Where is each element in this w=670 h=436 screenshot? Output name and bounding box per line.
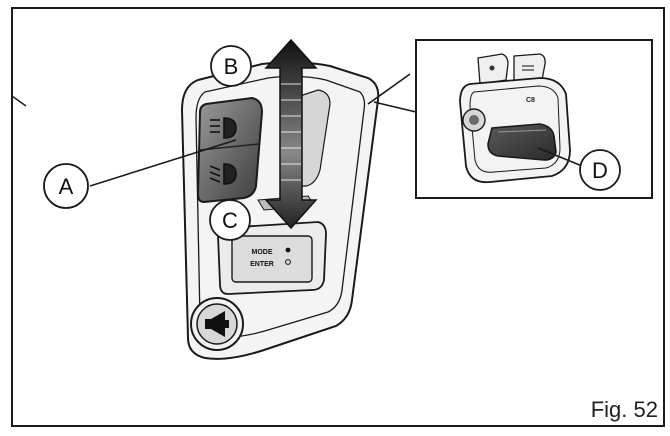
- mode-enter-switch: MODE ENTER: [217, 221, 327, 295]
- mode-label: MODE: [252, 249, 273, 256]
- svg-text:B: B: [224, 54, 239, 79]
- horn-button: [190, 297, 244, 351]
- leader-line-d: [537, 147, 583, 167]
- svg-text:C: C: [222, 208, 238, 233]
- svg-text:D: D: [592, 158, 608, 183]
- figure-caption: Fig. 52: [590, 397, 658, 422]
- leader-line-callout-2: [373, 101, 417, 113]
- callout-c: C: [209, 199, 251, 241]
- figure-frame: [11, 7, 665, 427]
- horn-icon: [205, 311, 229, 337]
- leader-line-b: [11, 95, 27, 107]
- enter-label: ENTER: [250, 261, 274, 268]
- beam-rocker-button: [196, 96, 264, 204]
- callout-b: B: [210, 45, 252, 87]
- trigger-switch: [487, 123, 557, 161]
- svg-text:A: A: [59, 174, 74, 199]
- inset-detail: C8 D: [415, 39, 653, 199]
- svg-text:C8: C8: [526, 97, 535, 104]
- callout-d: D: [579, 149, 621, 191]
- callout-a: A: [43, 163, 89, 209]
- leader-line-callout: [367, 73, 411, 105]
- low-beam-icon: [209, 163, 237, 185]
- high-beam-icon: [210, 117, 237, 139]
- up-down-double-arrow-icon: [264, 38, 318, 230]
- leader-line-a: [89, 139, 237, 187]
